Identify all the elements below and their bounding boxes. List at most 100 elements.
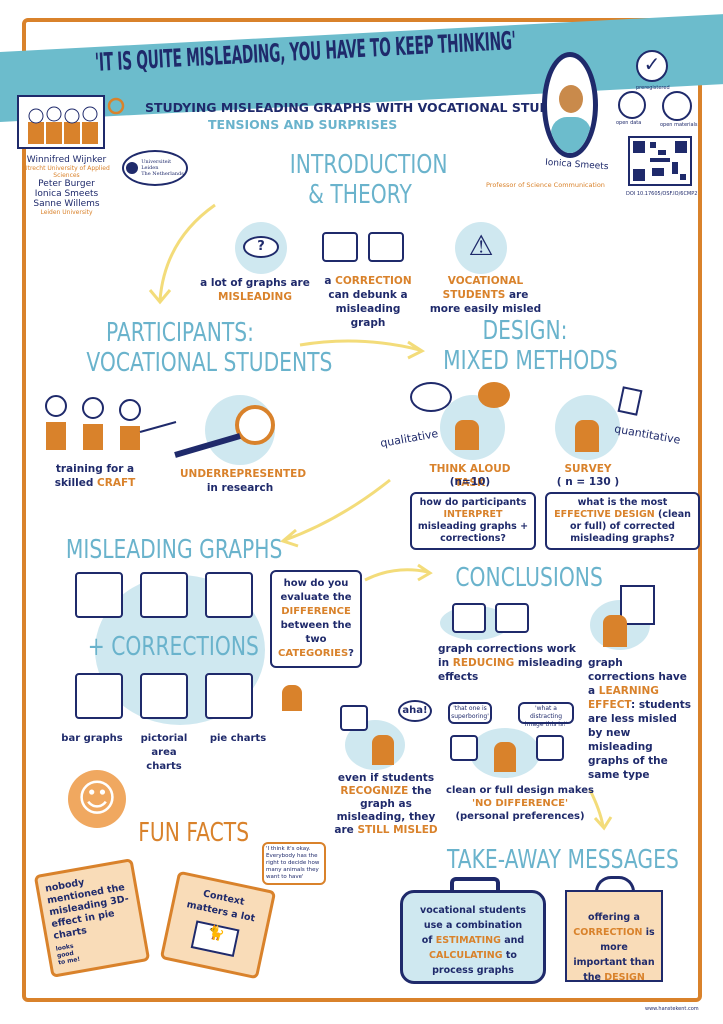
portrait-hair-icon — [559, 85, 583, 113]
conclusion-learning-effect: graph corrections have a LEARNING EFFECT… — [588, 656, 692, 782]
heading-line: VOCATIONAL STUDENTS — [86, 348, 333, 378]
heading-line: PARTICIPANTS: — [105, 318, 255, 348]
participants-underrepresented: UNDERREPRESENTED in research — [180, 467, 307, 495]
label-pictorial: pictorial area charts — [140, 733, 188, 772]
intro-item-vocational: VOCATIONAL STUDENTS are more easily misl… — [428, 274, 543, 316]
authors-list: Winnifred Wijnker Utrecht University of … — [14, 155, 119, 216]
magnifier-icon — [174, 405, 275, 458]
text: offering a — [588, 912, 640, 923]
text: in research — [206, 482, 274, 494]
text: Context matters a lot — [185, 888, 256, 925]
footer-url[interactable]: www.hanstekent.com — [645, 1006, 699, 1012]
box-icon — [662, 91, 692, 121]
design-heading: DESIGN: MIXED METHODS — [443, 316, 618, 376]
fun-facts-heading: FUN FACTS — [138, 818, 250, 848]
highlight: VOCATIONAL STUDENTS — [442, 275, 524, 301]
whiteboard-icon — [620, 585, 655, 625]
misleading-graph-thumb-icon — [452, 603, 486, 633]
author-name: Ionica Smeets — [34, 189, 99, 199]
text: (personal preferences) — [455, 811, 585, 822]
corrected-graph-thumb-icon — [368, 232, 404, 262]
logo-line: The Netherlands — [141, 171, 184, 177]
logo-line: Universiteit — [141, 159, 172, 165]
highlight: 'NO DIFFERENCE' — [471, 798, 569, 809]
author-name: Peter Burger — [38, 179, 95, 189]
doi-text[interactable]: DOI 10.17605/OSF.IO/6CMP2 — [626, 191, 698, 197]
author-affiliation: Leiden University — [40, 209, 93, 216]
pie-chart-thumb-icon — [450, 735, 478, 761]
highlight: REDUCING — [452, 657, 515, 669]
heading-line: & THEORY — [308, 180, 412, 210]
corrected-graph-thumb-icon — [495, 603, 529, 633]
participants-heading: PARTICIPANTS: VOCATIONAL STUDENTS — [86, 318, 333, 378]
misleading-graphs-heading: MISLEADING GRAPHS — [65, 535, 283, 565]
intro-item-misleading: a lot of graphs are MISLEADING — [200, 276, 310, 304]
conclusions-heading: CONCLUSIONS — [455, 563, 603, 593]
highlight: UNDERREPRESENTED — [180, 468, 307, 480]
take-away-heading: TAKE-AWAY MESSAGES — [446, 845, 679, 875]
heading-line: DESIGN: — [482, 316, 568, 346]
label-bar-graphs: bar graphs — [61, 733, 123, 744]
leiden-logo: Universiteit Leiden The Netherlands — [122, 150, 188, 186]
text: how do you evaluate the — [280, 578, 352, 603]
conclusion-still-misled: even if students RECOGNIZE the graph as … — [328, 772, 444, 837]
quote-distracting: 'what a distracting image this is!' — [518, 702, 574, 728]
quote: looks good to me! — [55, 942, 81, 967]
intro-item-correction: a CORRECTION can debunk a misleading gra… — [318, 274, 418, 330]
smiley-icon: ☺ — [68, 770, 126, 828]
text: even if students — [337, 772, 435, 784]
think-aloud-question: how do participants INTERPRET misleading… — [410, 492, 536, 550]
label-pie-charts: pie charts — [209, 733, 267, 744]
evaluation-question-bubble: how do you evaluate the DIFFERENCE betwe… — [270, 570, 362, 668]
text: a lot of graphs are — [200, 277, 310, 289]
text: is more important than the — [573, 927, 655, 983]
badge-open-data: open data — [616, 120, 642, 126]
take-away-bag: offering a CORRECTION is more important … — [565, 890, 663, 983]
highlight: CORRECTION — [573, 927, 643, 938]
survey-n: ( n = 130 ) — [556, 476, 620, 488]
text: to process graphs — [432, 950, 517, 976]
qr-code-icon[interactable] — [628, 136, 692, 186]
suitcase-handle-icon — [450, 877, 500, 890]
student-icon — [372, 735, 394, 765]
highlight: EFFECTIVE DESIGN — [554, 509, 655, 520]
warning-icon: ⚠ — [455, 222, 507, 274]
text: graph corrections have a — [588, 657, 687, 697]
text: : students are less misled by new mislea… — [588, 699, 691, 781]
cats-image-icon: 🐈 — [190, 920, 240, 957]
conclusion-no-difference: clean or full design makes 'NO DIFFERENC… — [445, 784, 595, 823]
text: nobody mentioned the misleading 3D-effec… — [44, 876, 130, 942]
subtitle: STUDYING MISLEADING GRAPHS WITH VOCATION… — [145, 100, 598, 115]
text: vocational students use a combination of — [420, 905, 526, 946]
text: and — [500, 935, 525, 946]
highlight: STILL MISLED — [357, 824, 438, 836]
pie-chart-thumb-icon — [536, 735, 564, 761]
corrected-pictorial-chart-icon — [140, 673, 188, 719]
students-illustration-icon — [45, 395, 177, 450]
quote-superboring: 'that one is superboring' — [448, 702, 492, 724]
survey-question: what is the most EFFECTIVE DESIGN (clean… — [545, 492, 700, 550]
highlight: LEARNING EFFECT — [588, 685, 659, 711]
conclusion-reducing: graph corrections work in REDUCING misle… — [438, 642, 583, 684]
text: can debunk a misleading graph — [328, 289, 408, 329]
author-affiliation: Utrecht University of Applied Sciences — [23, 165, 110, 179]
student-icon — [603, 615, 627, 647]
poster-frame — [22, 18, 702, 1002]
subtitle-2: TENSIONS AND SURPRISES — [208, 117, 398, 132]
speech-bubble-icon — [478, 382, 510, 408]
highlight: DESIGN — [604, 972, 645, 983]
text: misleading graphs + corrections? — [417, 521, 529, 544]
misleading-bar-graph-icon — [75, 572, 123, 618]
text: clean or full design makes — [446, 785, 594, 796]
graph-thumb-icon — [340, 705, 368, 731]
intro-heading: INTRODUCTION & THEORY — [290, 150, 448, 210]
animals-quote-bubble: 'I think it's okay. Everybody has the ri… — [262, 842, 326, 885]
participants-craft: training for a skilled CRAFT — [45, 462, 145, 490]
text: (clean or full) of corrected misleading … — [570, 509, 691, 544]
highlight: ESTIMATING — [435, 935, 501, 946]
misleading-graph-thumb-icon — [322, 232, 358, 262]
highlight: CRAFT — [97, 477, 136, 489]
text: misleading effects — [438, 657, 583, 683]
authors-illustration-icon — [17, 95, 125, 149]
